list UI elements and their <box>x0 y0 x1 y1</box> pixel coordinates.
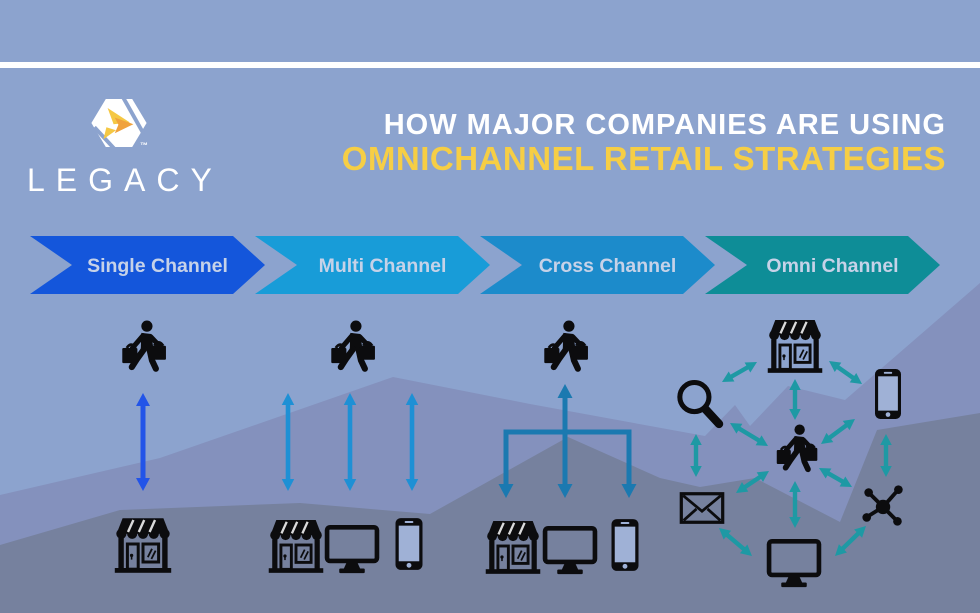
network-icon <box>860 483 905 528</box>
stage-label-omni: Omni Channel <box>766 255 898 277</box>
desktop-icon <box>769 541 819 587</box>
storefront-icon <box>267 518 325 574</box>
shopper-icon <box>777 425 818 470</box>
channel-arrow-multi-1 <box>343 393 357 491</box>
shopper-icon <box>544 321 588 369</box>
omni-link-magnifier-shopper <box>730 423 768 446</box>
smartphone-icon <box>611 519 639 571</box>
omni-link-email-shopper <box>736 471 769 493</box>
title-line1: HOW MAJOR COMPANIES ARE USING <box>383 109 946 141</box>
stage-label-single: Single Channel <box>87 255 228 277</box>
channel-arrow-single-0 <box>136 393 150 491</box>
email-icon <box>679 492 725 524</box>
logo-cut-line <box>92 125 119 153</box>
omni-link-shopper-network <box>819 468 852 487</box>
stage-group-omni <box>679 318 905 587</box>
omni-link-monitor-network <box>835 526 866 556</box>
desktop-icon <box>545 528 595 574</box>
header-titles: HOW MAJOR COMPANIES ARE USING OMNICHANNE… <box>341 109 946 177</box>
trademark-symbol: ™ <box>140 141 148 150</box>
magnifier-icon <box>680 382 719 423</box>
omni-link-magnifier-store <box>722 362 757 382</box>
omni-link-store-phone <box>829 361 862 384</box>
omni-link-store-shopper <box>789 379 801 420</box>
logo-arrow-orange <box>114 117 134 134</box>
stage-label-multi: Multi Channel <box>319 255 447 277</box>
logo-arrow-tail <box>103 127 116 140</box>
stage-label-cross: Cross Channel <box>539 255 677 277</box>
stage-banner-omni <box>705 236 940 294</box>
channel-arrow-cross-trident <box>498 384 637 498</box>
stage-group-single <box>113 321 173 574</box>
storefront-icon <box>484 519 542 575</box>
desktop-icon <box>327 527 377 573</box>
header-divider-line <box>0 62 980 68</box>
smartphone-icon <box>875 369 901 419</box>
omni-link-shopper-phone <box>821 419 855 444</box>
stage-group-cross <box>484 321 639 575</box>
logo-arrow-yellow <box>107 108 130 125</box>
channel-arrow-multi-0 <box>281 393 295 491</box>
stage-banner-single <box>30 236 265 294</box>
omni-link-email-monitor <box>719 528 752 556</box>
shopper-icon <box>122 321 166 369</box>
logo-cut-line <box>120 94 146 135</box>
stage-group-multi <box>267 321 423 574</box>
mountain-layer-dark <box>0 413 980 613</box>
storefront-icon <box>766 318 824 374</box>
title-line2: OMNICHANNEL RETAIL STRATEGIES <box>341 139 946 177</box>
legacy-hexagon-logo-icon <box>91 94 147 153</box>
omni-link-shopper-monitor <box>789 481 801 528</box>
omni-link-network-phone <box>880 434 892 477</box>
shopper-icon <box>331 321 375 369</box>
brand-name: LEGACY <box>27 162 223 198</box>
stage-banner-multi <box>255 236 490 294</box>
storefront-icon <box>113 516 173 574</box>
stage-banner-cross <box>480 236 715 294</box>
omni-link-magnifier-email <box>690 434 702 477</box>
channel-arrow-multi-2 <box>405 393 419 491</box>
smartphone-icon <box>395 518 423 570</box>
